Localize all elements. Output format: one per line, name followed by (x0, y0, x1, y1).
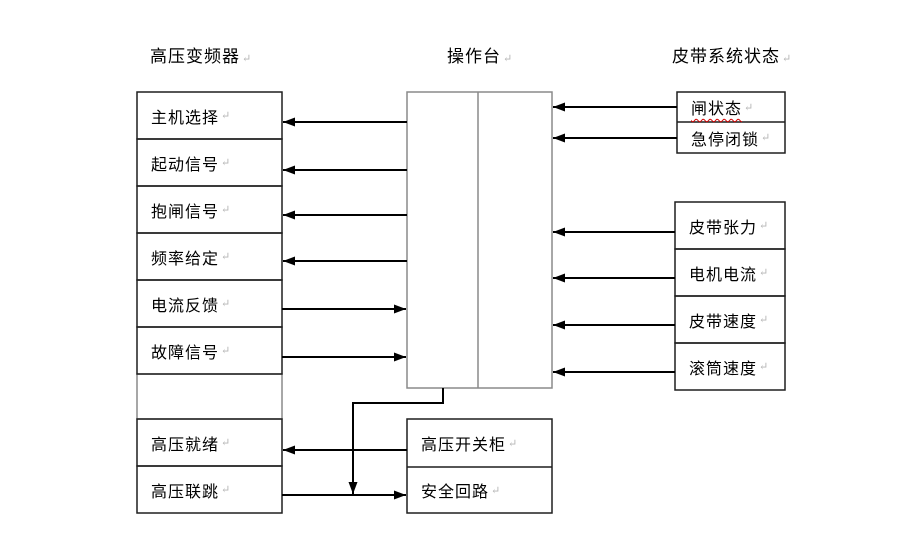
paragraph-mark: ↵ (221, 157, 231, 169)
label-start-signal: 起动信号↵ (137, 139, 282, 186)
label-text: 闸状态 (691, 101, 743, 118)
left-empty-cell (136, 373, 283, 420)
paragraph-mark: ↵ (759, 361, 769, 373)
paragraph-mark: ↵ (221, 110, 231, 122)
label-belt-tension: 皮带张力↵ (675, 202, 785, 249)
label-belt-speed: 皮带速度↵ (675, 296, 785, 343)
label-text: 频率给定 (151, 250, 220, 268)
label-brake-signal: 抱闸信号↵ (137, 186, 282, 233)
label-text: 皮带速度 (689, 313, 758, 331)
label-text: 故障信号 (151, 344, 220, 362)
label-estop-lockout: 急停闭锁↵ (677, 122, 785, 153)
label-text: 起动信号 (151, 156, 220, 174)
label-safety-circuit: 安全回路↵ (407, 467, 552, 513)
paragraph-mark: ↵ (759, 314, 769, 326)
label-drum-speed: 滚筒速度↵ (675, 343, 785, 390)
label-text: 高压就绪 (151, 436, 220, 454)
paragraph-mark: ↵ (761, 132, 771, 144)
label-fault-signal: 故障信号↵ (137, 327, 282, 374)
paragraph-mark: ↵ (221, 437, 231, 449)
paragraph-mark: ↵ (221, 204, 231, 216)
label-text: 主机选择 (151, 109, 220, 127)
header-hv-inverter-text: 高压变频器 (150, 47, 240, 66)
paragraph-mark: ↵ (744, 101, 754, 114)
paragraph-mark: ↵ (221, 345, 231, 357)
label-text: 电流反馈 (151, 297, 220, 315)
label-current-feedback: 电流反馈↵ (137, 280, 282, 327)
label-gate-status: 闸状态↵ (677, 92, 785, 122)
label-motor-current: 电机电流↵ (675, 249, 785, 296)
label-text: 急停闭锁 (691, 131, 760, 149)
label-text: 抱闸信号 (151, 203, 220, 221)
paragraph-mark: ↵ (782, 53, 792, 65)
paragraph-mark: ↵ (221, 298, 231, 310)
label-text: 安全回路 (421, 484, 490, 501)
paragraph-mark: ↵ (491, 484, 501, 497)
label-text: 高压联跳 (151, 483, 220, 501)
label-frequency-setpoint: 频率给定↵ (137, 233, 282, 280)
label-host-selection: 主机选择↵ (137, 92, 282, 139)
label-text: 滚筒速度 (689, 360, 758, 378)
header-hv-inverter: 高压变频器↵ (150, 42, 251, 67)
header-operator-console: 操作台↵ (447, 42, 512, 67)
paragraph-mark: ↵ (242, 53, 252, 65)
paragraph-mark: ↵ (221, 484, 231, 496)
header-belt-system-status: 皮带系统状态↵ (672, 42, 791, 67)
header-belt-system-status-text: 皮带系统状态 (672, 47, 780, 66)
header-operator-console-text: 操作台 (447, 47, 501, 66)
label-text: 电机电流 (689, 266, 758, 284)
label-hv-interlock-trip: 高压联跳↵ (137, 466, 282, 513)
paragraph-mark: ↵ (508, 437, 518, 450)
label-hv-ready: 高压就绪↵ (137, 419, 282, 466)
label-text: 皮带张力 (689, 219, 758, 237)
paragraph-mark: ↵ (759, 267, 769, 279)
paragraph-mark: ↵ (221, 251, 231, 263)
label-hv-switchgear: 高压开关柜↵ (407, 419, 552, 467)
paragraph-mark: ↵ (759, 220, 769, 232)
paragraph-mark: ↵ (503, 53, 513, 65)
console-box (406, 91, 553, 389)
label-text: 高压开关柜 (421, 437, 507, 454)
